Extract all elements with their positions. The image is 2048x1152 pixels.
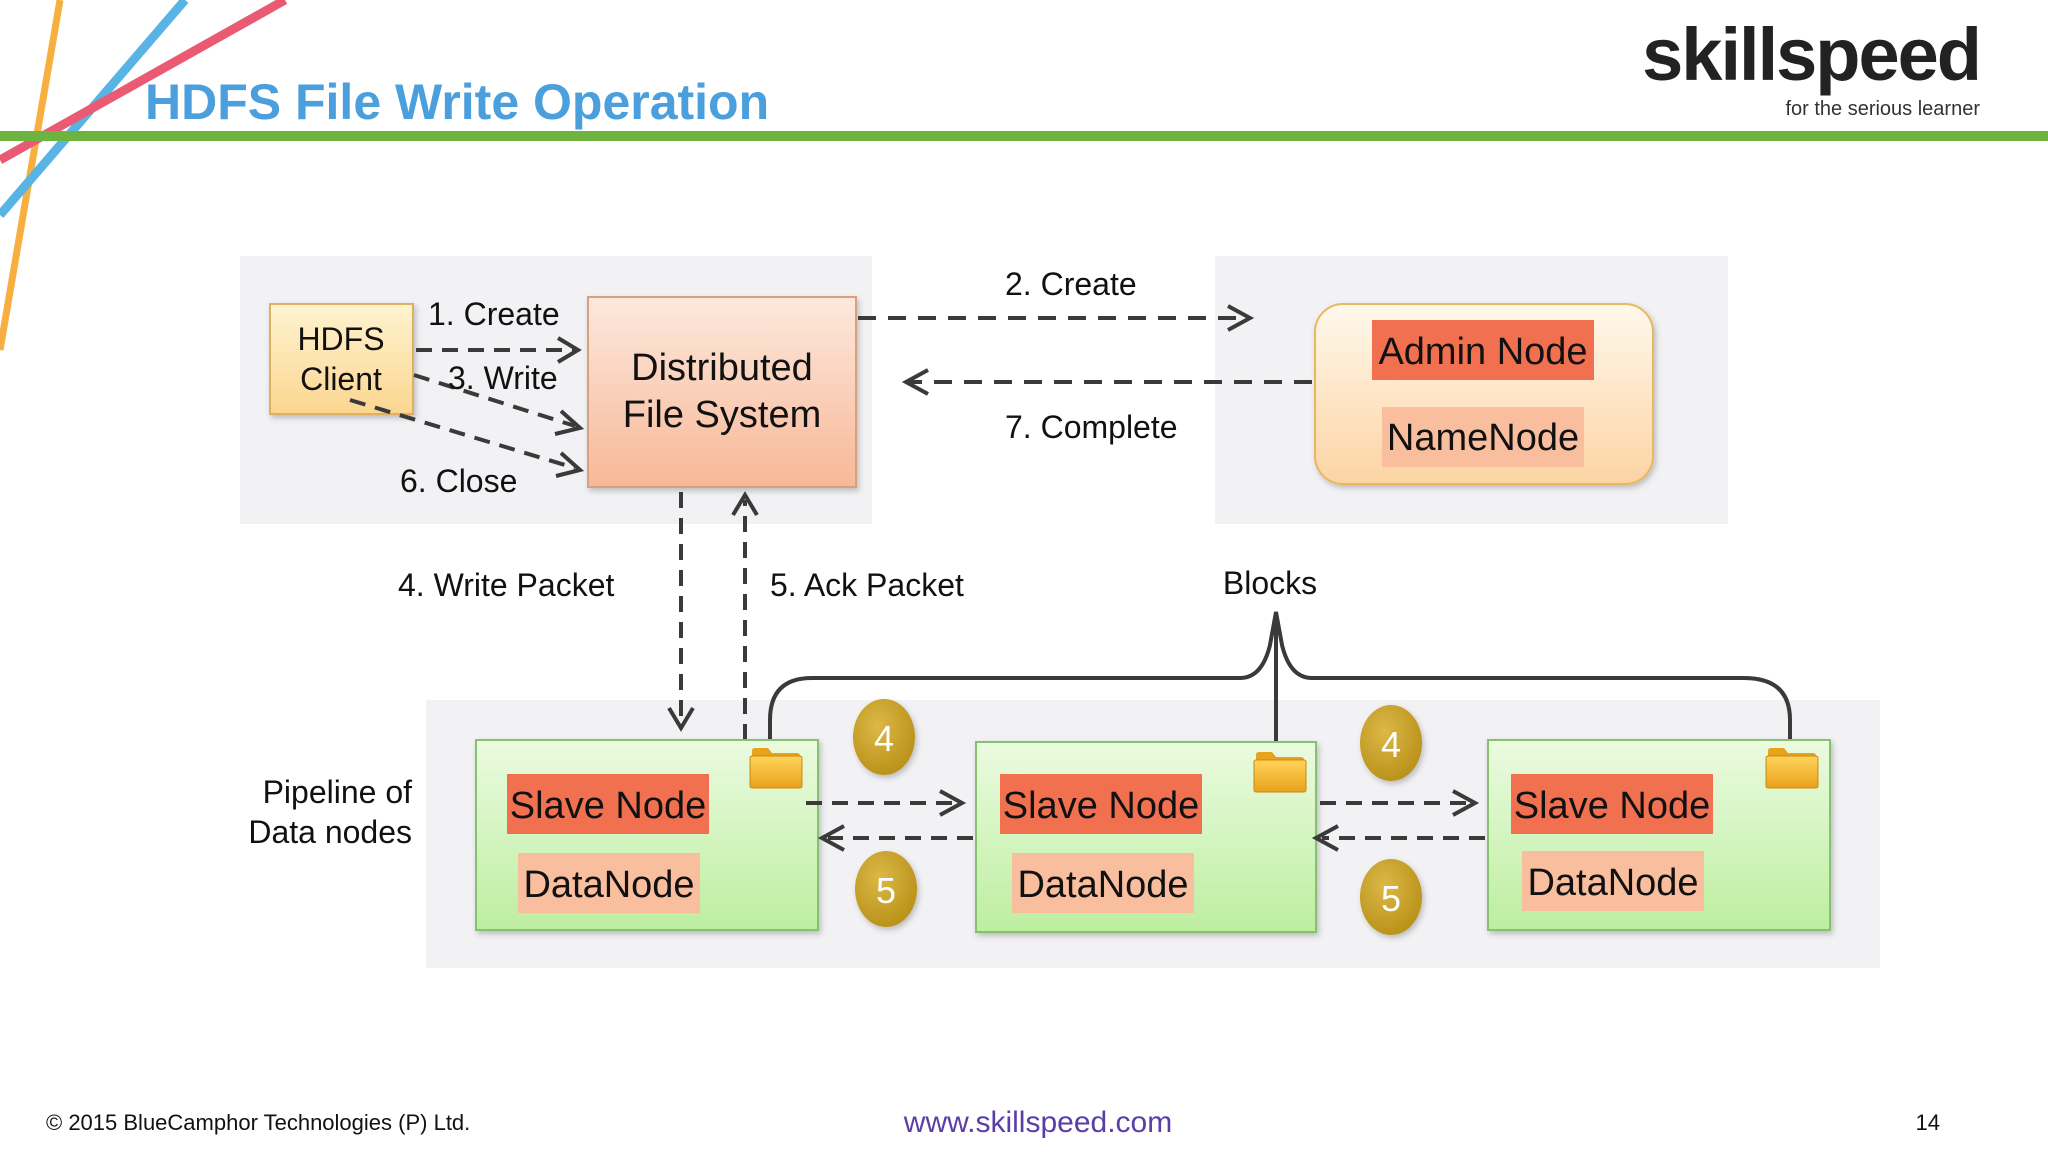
logo-brand: skillspeed — [1642, 13, 1980, 96]
datanode-label-1: DataNode — [523, 864, 694, 906]
page-number: 14 — [1916, 1110, 1940, 1135]
header-rule — [0, 131, 2048, 141]
namenode-box: Admin Node NameNode — [1314, 303, 1654, 485]
slave-node-label-1: Slave Node — [510, 785, 706, 827]
folder-icon — [1253, 752, 1307, 793]
namenode-label-bg — [1382, 407, 1584, 467]
datanode-label-bg-2 — [1012, 853, 1194, 913]
slave-node-label-bg-3 — [1511, 774, 1713, 834]
dfs-line2: File System — [623, 394, 821, 436]
step-7-complete: 7. Complete — [1005, 409, 1178, 445]
datanode-box-2: Slave Node DataNode — [975, 741, 1317, 933]
badge-top-1: 4 — [853, 699, 915, 775]
datanode-label-bg-1 — [518, 853, 700, 913]
footer-website-link[interactable]: www.skillspeed.com — [903, 1106, 1172, 1139]
step-3-write: 3. Write — [448, 360, 558, 396]
admin-node-label: Admin Node — [1378, 331, 1587, 373]
badge-top-1-text: 4 — [874, 718, 894, 759]
pipeline-label-line1: Pipeline of — [263, 774, 413, 810]
hdfs-client-box: HDFS Client — [269, 303, 414, 415]
datanode-box-3: Slave Node DataNode — [1487, 739, 1831, 931]
blocks-label: Blocks — [1223, 565, 1317, 601]
namenode-label: NameNode — [1387, 417, 1579, 459]
step-2-create: 2. Create — [1005, 266, 1137, 302]
hdfs-client-line1: HDFS — [297, 321, 384, 357]
admin-node-label-bg — [1372, 320, 1594, 380]
step-4-write-packet: 4. Write Packet — [398, 567, 614, 603]
badge-bottom-2: 5 — [1360, 859, 1422, 935]
hdfs-client-line2: Client — [300, 361, 382, 397]
footer-copyright: © 2015 BlueCamphor Technologies (P) Ltd. — [46, 1110, 470, 1135]
datanode-label-3: DataNode — [1527, 862, 1698, 904]
step-5-ack-packet: 5. Ack Packet — [770, 567, 964, 603]
badge-bottom-1: 5 — [855, 851, 917, 927]
badge-bottom-2-text: 5 — [1381, 878, 1401, 919]
logo-tagline: for the serious learner — [1785, 98, 1980, 120]
client-dfs-arrows — [349, 336, 585, 478]
skillspeed-logo: skillspeed for the serious learner — [1642, 13, 1982, 120]
slave-node-label-2: Slave Node — [1003, 785, 1199, 827]
distributed-file-system-box: Distributed File System — [587, 296, 857, 488]
datanode-box-1: Slave Node DataNode — [475, 739, 819, 931]
pipeline-label-line2: Data nodes — [248, 814, 412, 850]
badge-top-2-text: 4 — [1381, 724, 1401, 765]
datanode-label-bg-3 — [1522, 851, 1704, 911]
slave-node-label-3: Slave Node — [1514, 785, 1710, 827]
folder-icon — [749, 748, 803, 789]
step-6-close: 6. Close — [400, 463, 517, 499]
page-title: HDFS File Write Operation — [145, 74, 769, 130]
step-1-create: 1. Create — [428, 296, 560, 332]
pipeline-arrows — [806, 789, 1485, 852]
blocks-brace — [768, 611, 1792, 760]
dfs-pipeline-arrows — [667, 491, 759, 740]
dfs-namenode-arrows — [858, 304, 1312, 396]
dfs-line1: Distributed — [631, 347, 813, 389]
folder-icon — [1765, 748, 1819, 789]
datanode-label-2: DataNode — [1017, 864, 1188, 906]
badge-bottom-1-text: 5 — [876, 870, 896, 911]
badge-top-2: 4 — [1360, 705, 1422, 781]
slave-node-label-bg-2 — [1000, 774, 1202, 834]
slave-node-label-bg-1 — [507, 774, 709, 834]
